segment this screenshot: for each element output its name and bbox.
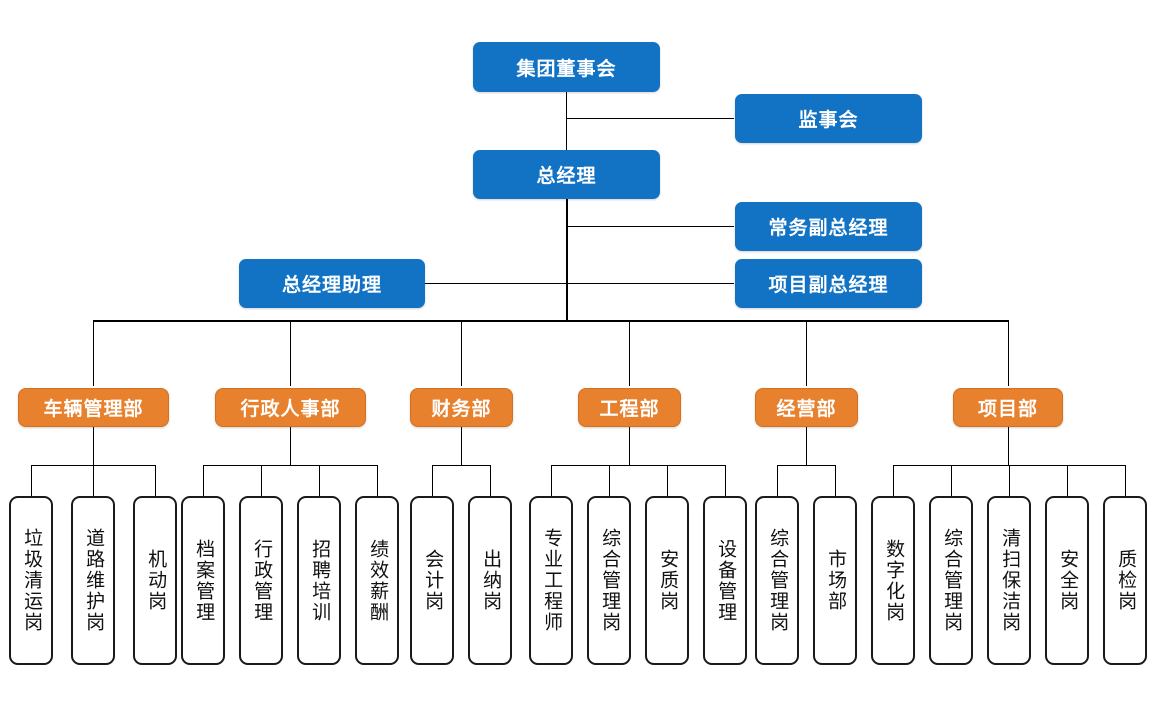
dept4-drop-1 [551, 465, 552, 496]
connector-gm-spine [566, 199, 568, 321]
dept2-stem [290, 426, 291, 465]
node-position-admin-management[interactable]: 行政管理 [239, 496, 283, 665]
node-department-admin-hr[interactable]: 行政人事部 [215, 388, 366, 427]
node-position-engineering-general-management[interactable]: 综合管理岗 [587, 496, 631, 665]
node-project-vice-manager[interactable]: 项目副总经理 [735, 259, 922, 308]
node-position-quality-inspection[interactable]: 质检岗 [1103, 496, 1147, 665]
node-department-vehicle[interactable]: 车辆管理部 [18, 388, 169, 427]
node-department-operations[interactable]: 经营部 [755, 388, 858, 427]
node-position-safety-quality[interactable]: 安质岗 [645, 496, 689, 665]
dept6-stem [1008, 426, 1009, 465]
node-board[interactable]: 集团董事会 [473, 42, 660, 92]
dept1-drop-1 [31, 465, 32, 496]
dept3-stem [461, 426, 462, 465]
node-position-marketing[interactable]: 市场部 [813, 496, 857, 665]
node-position-digitalization[interactable]: 数字化岗 [871, 496, 915, 665]
bus-drop-4 [629, 320, 630, 386]
connector-gm-to-executive-vp [566, 226, 734, 227]
node-position-professional-engineer[interactable]: 专业工程师 [529, 496, 573, 665]
dept6-drop-2 [951, 465, 952, 496]
node-position-mobile-duty[interactable]: 机动岗 [133, 496, 177, 665]
node-department-project[interactable]: 项目部 [953, 388, 1063, 427]
node-department-finance[interactable]: 财务部 [410, 388, 513, 427]
dept1-drop-2 [93, 465, 94, 496]
node-supervisor-board[interactable]: 监事会 [735, 94, 922, 143]
dept3-drop-2 [490, 465, 491, 496]
node-position-operations-general-management[interactable]: 综合管理岗 [755, 496, 799, 665]
dept5-drop-1 [777, 465, 778, 496]
dept4-drop-4 [725, 465, 726, 496]
node-executive-vice-manager[interactable]: 常务副总经理 [735, 202, 922, 251]
node-position-performance-compensation[interactable]: 绩效薪酬 [355, 496, 399, 665]
dept2-bus [203, 465, 378, 466]
bus-drop-6 [1008, 320, 1009, 386]
dept4-bus [551, 465, 726, 466]
dept5-bus [777, 465, 836, 466]
dept4-drop-3 [667, 465, 668, 496]
dept2-drop-4 [377, 465, 378, 496]
dept4-stem [629, 426, 630, 465]
dept2-drop-2 [261, 465, 262, 496]
connector-gm-to-project-vp [566, 283, 734, 284]
bus-drop-3 [461, 320, 462, 386]
node-position-cashier[interactable]: 出纳岗 [468, 496, 512, 665]
dept2-drop-1 [203, 465, 204, 496]
dept1-drop-3 [155, 465, 156, 496]
bus-drop-5 [806, 320, 807, 386]
dept6-drop-4 [1067, 465, 1068, 496]
department-bus [93, 320, 1009, 322]
bus-drop-1 [93, 320, 94, 386]
bus-drop-2 [290, 320, 291, 386]
dept4-drop-2 [609, 465, 610, 496]
dept2-drop-3 [319, 465, 320, 496]
dept5-drop-2 [835, 465, 836, 496]
dept6-drop-1 [893, 465, 894, 496]
connector-gm-to-assistant [424, 283, 567, 284]
dept6-drop-3 [1009, 465, 1010, 496]
node-position-safety[interactable]: 安全岗 [1045, 496, 1089, 665]
node-department-engineering[interactable]: 工程部 [578, 388, 681, 427]
node-position-archive-management[interactable]: 档案管理 [181, 496, 225, 665]
connector-board-to-gm [566, 92, 567, 152]
node-position-project-general-management[interactable]: 综合管理岗 [929, 496, 973, 665]
connector-board-to-supervisor [566, 118, 734, 119]
node-position-waste-transport[interactable]: 垃圾清运岗 [9, 496, 53, 665]
node-position-equipment-management[interactable]: 设备管理 [703, 496, 747, 665]
dept5-stem [806, 426, 807, 465]
node-position-cleaning-sanitation[interactable]: 清扫保洁岗 [987, 496, 1031, 665]
node-general-manager[interactable]: 总经理 [473, 150, 660, 199]
dept3-bus [432, 465, 491, 466]
node-position-accountant[interactable]: 会计岗 [410, 496, 454, 665]
dept6-drop-5 [1125, 465, 1126, 496]
node-gm-assistant[interactable]: 总经理助理 [239, 259, 425, 308]
dept1-stem [93, 426, 94, 465]
node-position-road-maintenance[interactable]: 道路维护岗 [71, 496, 115, 665]
dept3-drop-1 [432, 465, 433, 496]
node-position-recruitment-training[interactable]: 招聘培训 [297, 496, 341, 665]
